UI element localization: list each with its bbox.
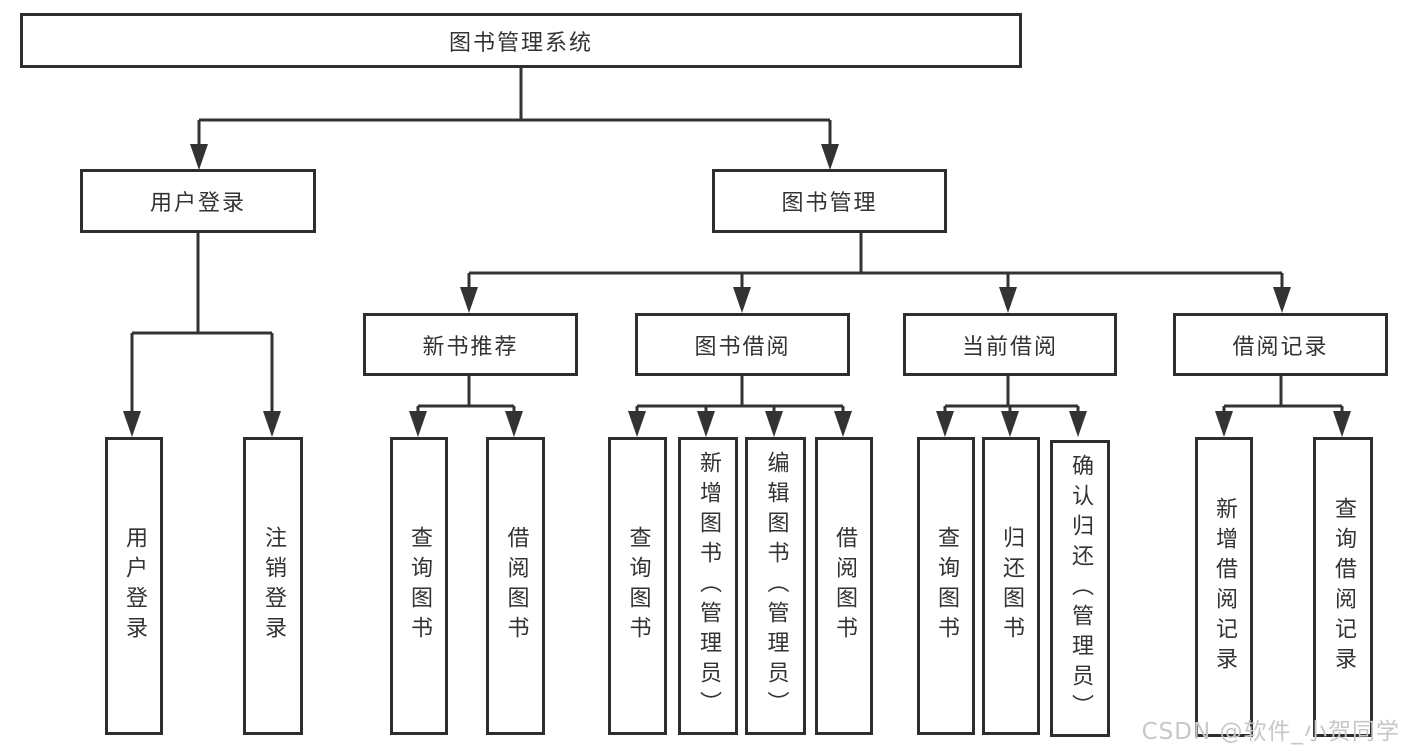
leaf-return-books: 归还图书 — [982, 437, 1040, 735]
leaf-borrow-books: 借阅图书 — [815, 437, 873, 735]
csdn-watermark: CSDN @软件_小贺同学 — [1141, 719, 1400, 745]
leaf-edit-books-admin: 编辑图书（管理员） — [745, 437, 806, 735]
node-library-system: 图书管理系统 — [20, 13, 1022, 68]
leaf-query-books-recommend: 查询图书 — [390, 437, 448, 735]
leaf-query-borrow-record: 查询借阅记录 — [1313, 437, 1373, 737]
node-book-borrow: 图书借阅 — [635, 313, 850, 376]
node-borrow-record: 借阅记录 — [1173, 313, 1388, 376]
leaf-borrow-books-recommend: 借阅图书 — [486, 437, 545, 735]
node-user-login: 用户登录 — [80, 169, 316, 233]
leaf-logout: 注销登录 — [243, 437, 303, 735]
node-book-management: 图书管理 — [712, 169, 947, 233]
leaf-confirm-return-admin: 确认归还（管理员） — [1050, 440, 1110, 737]
leaf-add-borrow-record: 新增借阅记录 — [1195, 437, 1253, 737]
leaf-query-books-borrow: 查询图书 — [608, 437, 667, 735]
leaf-user-login: 用户登录 — [105, 437, 163, 735]
leaf-add-books-admin: 新增图书（管理员） — [678, 437, 738, 735]
node-new-book-recommend: 新书推荐 — [363, 313, 578, 376]
node-current-borrow: 当前借阅 — [903, 313, 1117, 376]
arrowheads — [123, 144, 1351, 437]
leaf-query-books-current: 查询图书 — [917, 437, 975, 735]
